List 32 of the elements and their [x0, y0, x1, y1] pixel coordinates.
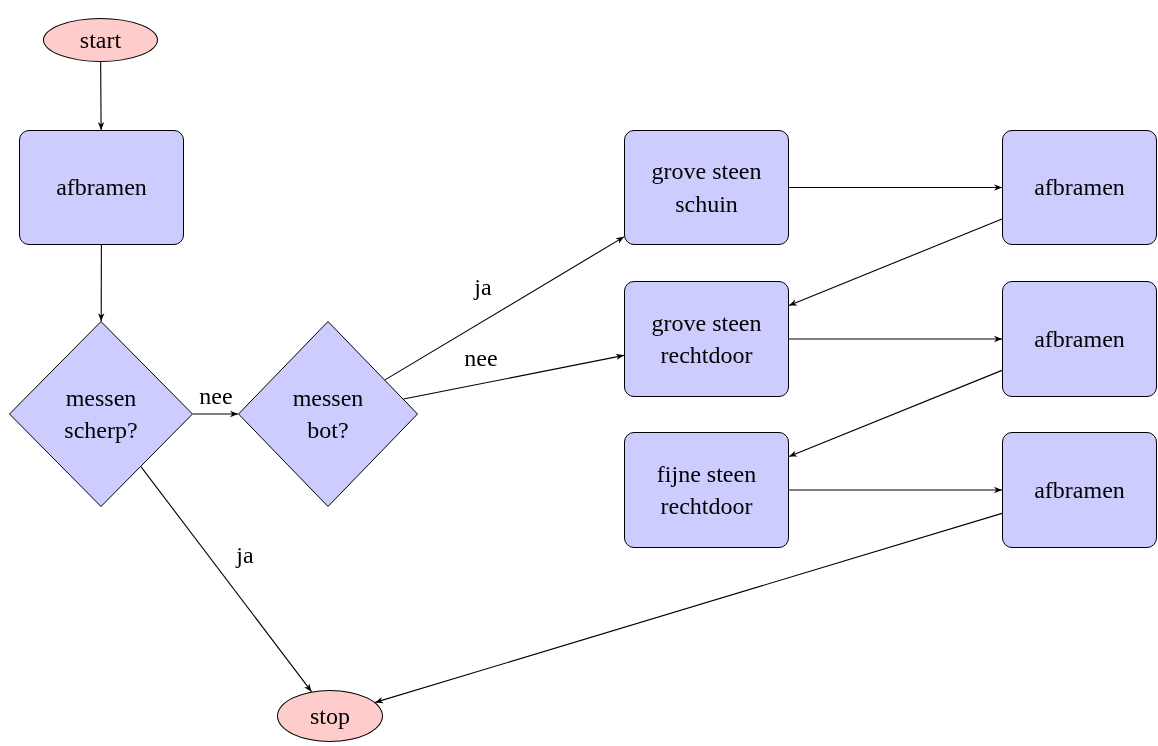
arrow — [97, 61, 105, 131]
node-label: messen scherp? — [63, 383, 139, 445]
arrow — [788, 486, 1003, 494]
node-label: afbramen — [1034, 173, 1125, 203]
process-box — [624, 432, 789, 548]
process-box — [19, 130, 184, 245]
terminal-ellipse — [277, 690, 383, 742]
arrow — [374, 512, 1003, 704]
process-box — [1002, 432, 1157, 548]
node-label: afbramen — [1034, 324, 1125, 354]
node-label: stop — [310, 701, 350, 731]
node-label: fijne steen rechtdoor — [655, 459, 758, 521]
arrow — [788, 369, 1003, 458]
node-label: messen bot? — [291, 383, 365, 445]
process-box — [624, 130, 789, 245]
decision-diamond — [238, 321, 418, 507]
node-label: grove steen schuin — [650, 157, 763, 219]
arrow — [384, 236, 625, 381]
process-box — [1002, 281, 1157, 397]
decision-diamond — [9, 321, 193, 507]
process-box — [1002, 130, 1157, 245]
arrow — [402, 353, 625, 400]
node-label: grove steen rechtdoor — [650, 308, 763, 370]
arrow — [192, 410, 239, 418]
arrow — [788, 335, 1003, 343]
process-box — [624, 281, 789, 397]
node-label: afbramen — [56, 173, 147, 203]
node-label: start — [79, 25, 122, 55]
arrow — [98, 244, 105, 322]
arrow — [788, 218, 1003, 307]
arrow — [788, 184, 1003, 191]
node-label: afbramen — [1034, 475, 1125, 505]
